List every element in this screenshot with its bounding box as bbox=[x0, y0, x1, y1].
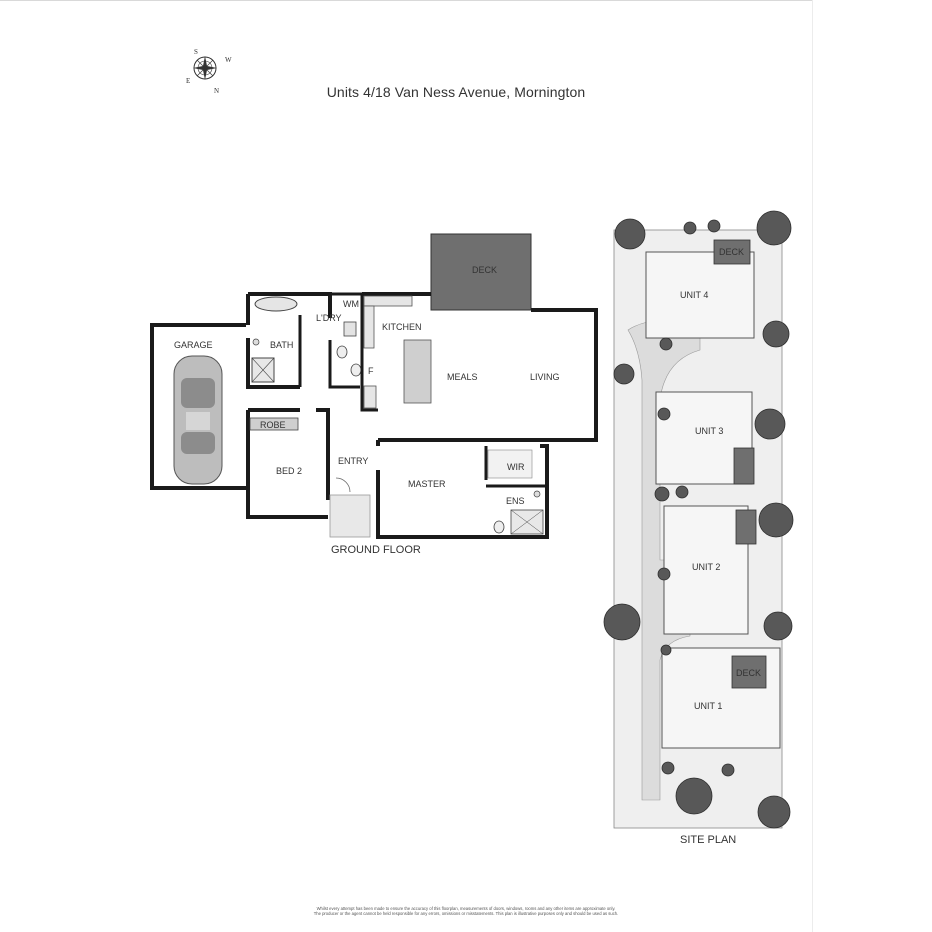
basin-icon bbox=[252, 338, 260, 346]
compass-rose-icon: S W E N bbox=[186, 48, 232, 95]
ens-label: ENS bbox=[506, 496, 525, 506]
kitchen-island bbox=[403, 339, 432, 404]
unit-3-label: UNIT 3 bbox=[695, 426, 723, 436]
unit-4-footprint bbox=[645, 251, 755, 339]
laundry-tub-icon bbox=[343, 321, 357, 337]
toilet-icon-2 bbox=[350, 363, 362, 377]
ground-floor-caption: GROUND FLOOR bbox=[331, 544, 421, 556]
deck-area bbox=[430, 233, 532, 311]
robe-label: ROBE bbox=[260, 420, 286, 430]
site-plan-caption: SITE PLAN bbox=[680, 834, 736, 846]
unit-1-deck bbox=[731, 655, 767, 689]
kitchen-bench bbox=[363, 295, 413, 307]
car-icon bbox=[173, 355, 223, 485]
garage-walls bbox=[150, 323, 246, 490]
ground-floor-plan: DECK GARAGE BATH L'DRY WM bbox=[150, 233, 598, 556]
page-title: Units 4/18 Van Ness Avenue, Mornington bbox=[326, 84, 586, 100]
garage-label: GARAGE bbox=[174, 340, 213, 350]
master-label: MASTER bbox=[408, 479, 446, 489]
disclaimer-line-2: The producer or the agent cannot be held… bbox=[313, 911, 619, 916]
site-plan: DECK UNIT 4 UNIT 3 UNIT 2 DECK UNIT 1 bbox=[603, 210, 794, 846]
unit-1-label: UNIT 1 bbox=[694, 701, 722, 711]
disclaimer-line-1: Whilst every attempt has been made to en… bbox=[316, 906, 616, 911]
unit-3-deck bbox=[733, 447, 755, 485]
bathtub-icon bbox=[254, 296, 298, 312]
page-top-border bbox=[0, 0, 812, 1]
kitchen-label: KITCHEN bbox=[382, 322, 422, 332]
wir-label: WIR bbox=[507, 462, 525, 472]
bed2-label: BED 2 bbox=[276, 466, 302, 476]
toilet-icon bbox=[336, 345, 348, 359]
unit-1-deck-label: DECK bbox=[736, 668, 761, 678]
compass-s-label: S bbox=[194, 48, 198, 56]
fridge-label: F bbox=[368, 366, 374, 376]
disclaimer: Whilst every attempt has been made to en… bbox=[266, 906, 666, 916]
unit-4-deck bbox=[713, 239, 751, 265]
compass-w-label: W bbox=[225, 56, 232, 64]
living-label: LIVING bbox=[530, 372, 560, 382]
entry-porch bbox=[329, 494, 371, 538]
meals-label: MEALS bbox=[447, 372, 478, 382]
unit-2-deck bbox=[735, 509, 757, 545]
compass-e-label: E bbox=[186, 77, 190, 85]
unit-4-label: UNIT 4 bbox=[680, 290, 708, 300]
unit-2-label: UNIT 2 bbox=[692, 562, 720, 572]
deck-label: DECK bbox=[472, 265, 497, 275]
page-right-border bbox=[812, 0, 813, 932]
wm-label: WM bbox=[343, 299, 359, 309]
bath-label: BATH bbox=[270, 340, 293, 350]
robe-box bbox=[249, 417, 299, 431]
laundry-label: L'DRY bbox=[316, 313, 342, 323]
tree-icons bbox=[603, 210, 794, 829]
ensuite-toilet-icon bbox=[493, 520, 505, 534]
ensuite-basin-icon bbox=[533, 490, 541, 498]
unit-2-footprint bbox=[663, 505, 749, 635]
compass-n-label: N bbox=[214, 87, 219, 95]
entry-label: ENTRY bbox=[338, 456, 368, 466]
unit-4-deck-label: DECK bbox=[719, 247, 744, 257]
